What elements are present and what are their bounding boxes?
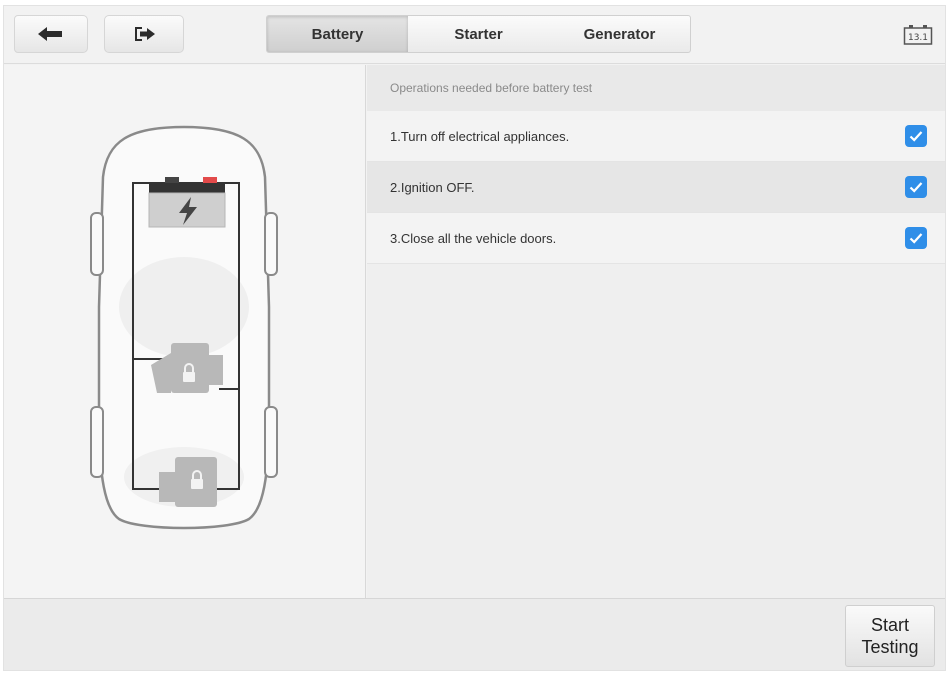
tab-starter[interactable]: Starter xyxy=(454,25,503,43)
vehicle-diagram-panel xyxy=(4,65,366,598)
checkmark-icon xyxy=(909,233,923,244)
test-type-tabs: Battery Starter Generator xyxy=(266,15,691,53)
version-label: 13.1 xyxy=(908,33,928,43)
exit-button[interactable] xyxy=(104,15,184,53)
generator-icon xyxy=(159,457,217,507)
operation-item[interactable]: 3.Close all the vehicle doors. xyxy=(367,213,945,264)
operations-panel: Operations needed before battery test 1.… xyxy=(367,65,945,598)
operation-checkbox[interactable] xyxy=(905,125,927,147)
back-arrow-icon xyxy=(38,27,62,41)
left-rear-fender xyxy=(90,406,104,478)
top-toolbar: Battery Starter Generator 13.1 xyxy=(4,6,945,64)
tab-generator[interactable]: Generator xyxy=(583,25,656,43)
operation-item[interactable]: 2.Ignition OFF. xyxy=(367,162,945,213)
tab-battery[interactable]: Battery xyxy=(267,16,408,52)
right-rear-fender xyxy=(264,406,278,478)
operation-checkbox[interactable] xyxy=(905,227,927,249)
checkmark-icon xyxy=(909,182,923,193)
operation-item[interactable]: 1.Turn off electrical appliances. xyxy=(367,111,945,162)
app-window: Battery Starter Generator 13.1 xyxy=(3,5,946,671)
battery-version-icon: 13.1 xyxy=(903,24,933,46)
right-mirror xyxy=(264,212,278,276)
bottom-toolbar: Start Testing xyxy=(4,598,945,670)
back-button[interactable] xyxy=(14,15,88,53)
exit-icon xyxy=(135,27,155,41)
operation-label: 1.Turn off electrical appliances. xyxy=(390,128,570,144)
operation-label: 2.Ignition OFF. xyxy=(390,179,475,195)
battery-icon xyxy=(148,177,226,228)
operation-label: 3.Close all the vehicle doors. xyxy=(390,230,557,246)
car-battery-diagram xyxy=(90,125,278,530)
operation-checkbox[interactable] xyxy=(905,176,927,198)
checkmark-icon xyxy=(909,131,923,142)
operations-header: Operations needed before battery test xyxy=(367,65,945,111)
starter-icon xyxy=(151,343,223,393)
start-testing-button[interactable]: Start Testing xyxy=(845,605,935,667)
left-mirror xyxy=(90,212,104,276)
